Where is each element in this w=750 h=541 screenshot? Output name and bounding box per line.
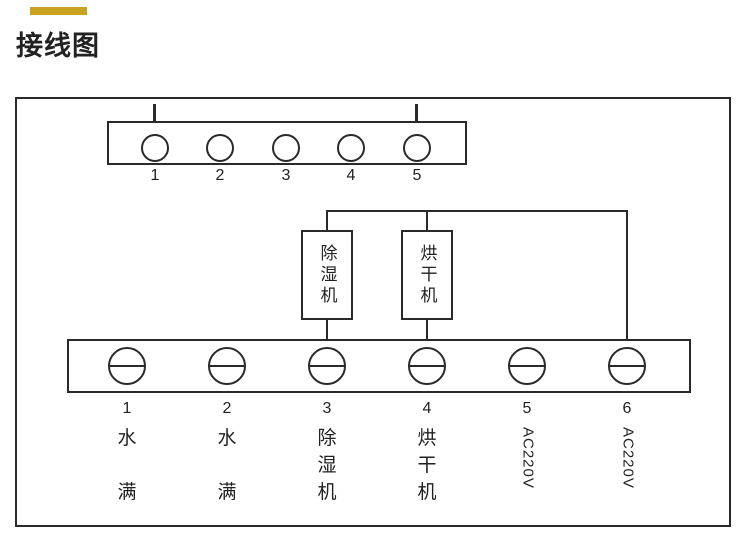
bottom-terminal-number: 1 xyxy=(122,400,132,417)
wire-horizontal-bus xyxy=(326,210,628,212)
top-terminal-circle-2 xyxy=(206,134,234,162)
bottom-terminal-circle-4 xyxy=(408,347,446,385)
label-char: 水 xyxy=(117,428,137,449)
bottom-terminal-circle-3 xyxy=(308,347,346,385)
terminal-screw-slot xyxy=(410,365,444,367)
terminal-label-ac220v-5: AC220V xyxy=(519,427,537,489)
terminal-label-ac220v-6: AC220V xyxy=(619,427,637,489)
label-char xyxy=(114,452,140,479)
terminal-screw-slot xyxy=(310,365,344,367)
top-terminal-circle-3 xyxy=(272,134,300,162)
label-char: 烘 xyxy=(417,428,437,449)
device-box-dryer: 烘干机 xyxy=(401,230,453,320)
label-char: 除 xyxy=(317,428,337,449)
bottom-terminal-number: 2 xyxy=(222,400,232,417)
top-terminal-circle-4 xyxy=(337,134,365,162)
page-title: 接线图 xyxy=(16,31,100,61)
top-terminal-number: 3 xyxy=(281,167,291,184)
top-terminal-number: 1 xyxy=(150,167,160,184)
top-terminal-number: 5 xyxy=(412,167,422,184)
device-box-dehumidifier: 除湿机 xyxy=(301,230,353,320)
incoming-wire-left xyxy=(153,104,156,121)
bottom-terminal-number: 3 xyxy=(322,400,332,417)
accent-bar xyxy=(30,7,87,15)
terminal-screw-slot xyxy=(110,365,144,367)
label-char: 机 xyxy=(417,482,437,503)
terminal-screw-slot xyxy=(210,365,244,367)
wire-to-dryer-top xyxy=(426,210,428,232)
wire-to-terminal-6 xyxy=(626,210,628,341)
wiring-diagram: 1 2 3 4 5 除湿机 烘干机 1 2 3 4 5 6 水 满 水 满 除 … xyxy=(15,97,731,527)
wire-to-dehumidifier-top xyxy=(326,210,328,232)
bottom-terminal-circle-1 xyxy=(108,347,146,385)
bottom-terminal-circle-5 xyxy=(508,347,546,385)
terminal-label-dehumidifier: 除 湿 机 xyxy=(314,425,340,506)
bottom-terminal-number: 5 xyxy=(522,400,532,417)
label-char: 机 xyxy=(317,482,337,503)
terminal-label-water-full-2: 水 满 xyxy=(214,425,240,506)
top-terminal-circle-5 xyxy=(403,134,431,162)
bottom-terminal-number: 4 xyxy=(422,400,432,417)
incoming-wire-right xyxy=(415,104,418,121)
label-char: 满 xyxy=(217,482,237,503)
label-char: 湿 xyxy=(317,455,337,476)
label-char xyxy=(214,452,240,479)
terminal-screw-slot xyxy=(510,365,544,367)
terminal-screw-slot xyxy=(610,365,644,367)
top-terminal-circle-1 xyxy=(141,134,169,162)
label-char: 干 xyxy=(417,455,437,476)
bottom-terminal-circle-6 xyxy=(608,347,646,385)
bottom-terminal-strip xyxy=(67,339,691,393)
device-label-dryer: 烘干机 xyxy=(417,243,437,307)
top-terminal-number: 2 xyxy=(215,167,225,184)
top-terminal-number: 4 xyxy=(346,167,356,184)
label-char: 水 xyxy=(217,428,237,449)
bottom-terminal-number: 6 xyxy=(622,400,632,417)
terminal-label-water-full-1: 水 满 xyxy=(114,425,140,506)
device-label-dehumidifier: 除湿机 xyxy=(317,243,337,307)
label-char: 满 xyxy=(117,482,137,503)
wire-dryer-to-strip xyxy=(426,320,428,341)
terminal-label-dryer: 烘 干 机 xyxy=(414,425,440,506)
wire-dehumidifier-to-strip xyxy=(326,320,328,341)
bottom-terminal-circle-2 xyxy=(208,347,246,385)
